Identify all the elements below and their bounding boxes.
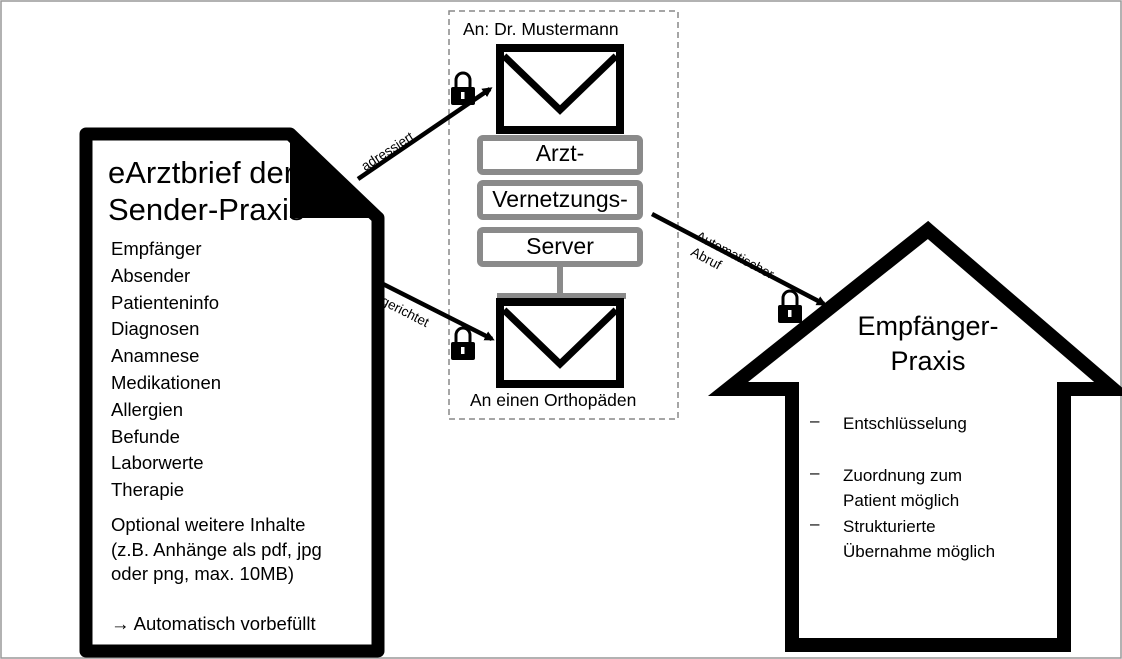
doc-item: Laborwerte xyxy=(111,452,204,474)
arrow-auto-fetch xyxy=(650,212,827,306)
server-line-3: Server xyxy=(526,233,594,259)
doc-title-line-1: eArztbrief der xyxy=(108,155,295,190)
doc-auto-note: → Automatisch vorbefüllt xyxy=(111,613,316,634)
server-box-2 xyxy=(477,180,643,220)
doc-item: Allergien xyxy=(111,398,183,420)
doc-optional-line: oder png, max. 10MB) xyxy=(111,563,295,584)
house-title-line-1: Empfänger- xyxy=(857,311,999,341)
doc-item: Patienteninfo xyxy=(111,291,220,313)
doc-item: Anamnese xyxy=(111,345,200,367)
envelope-icon xyxy=(496,44,624,134)
doc-content-list: Empfänger Absender Patienteninfo Diagnos… xyxy=(111,236,221,504)
doc-item: Absender xyxy=(111,264,191,286)
envelope-icon xyxy=(496,298,624,388)
doc-optional-line: Optional weitere Inhalte xyxy=(111,514,306,535)
house-item-line: Strukturierte xyxy=(843,517,936,536)
server-line-2: Vernetzungs- xyxy=(492,186,628,212)
doc-optional-line: (z.B. Anhänge als pdf, jpg xyxy=(111,538,322,560)
house-item-dash: – xyxy=(810,411,820,430)
document-icon xyxy=(79,127,385,658)
lock-icon xyxy=(778,289,802,323)
server-frame xyxy=(448,10,679,420)
doc-title-line-2: Sender-Praxis xyxy=(108,192,305,227)
house-item-line: Entschlüsselung xyxy=(843,414,967,433)
doc-item: Therapie xyxy=(111,479,185,501)
server-top-recipient: An: Dr. Mustermann xyxy=(463,19,619,39)
arrow-directed xyxy=(381,281,495,342)
lock-icon xyxy=(451,71,475,105)
house-item-dash: – xyxy=(810,463,820,482)
house-icon xyxy=(707,220,1122,652)
server-line-1: Arzt- xyxy=(535,140,585,166)
doc-item: Medikationen xyxy=(111,371,222,393)
doc-item: Diagnosen xyxy=(111,318,200,340)
server-bottom-recipient: An einen Orthopäden xyxy=(470,390,637,410)
house-item-dash: – xyxy=(810,514,820,533)
doc-optional-note: Optional weitere Inhalte (z.B. Anhänge a… xyxy=(111,513,322,587)
house-item: Zuordnung zum Patient möglich xyxy=(843,463,962,513)
house-item: Entschlüsselung xyxy=(843,411,967,436)
house-item: Strukturierte Übernahme möglich xyxy=(843,514,995,564)
doc-item: Empfänger xyxy=(111,238,202,259)
house-item-line: Zuordnung zum xyxy=(843,466,963,485)
house-item-line: Übernahme möglich xyxy=(843,542,996,561)
house-title-line-2: Praxis xyxy=(890,346,966,376)
doc-item: Befunde xyxy=(111,425,180,447)
house-item-line: Patient möglich xyxy=(843,491,960,510)
server-box-1 xyxy=(477,135,643,175)
lock-icon xyxy=(451,326,475,360)
